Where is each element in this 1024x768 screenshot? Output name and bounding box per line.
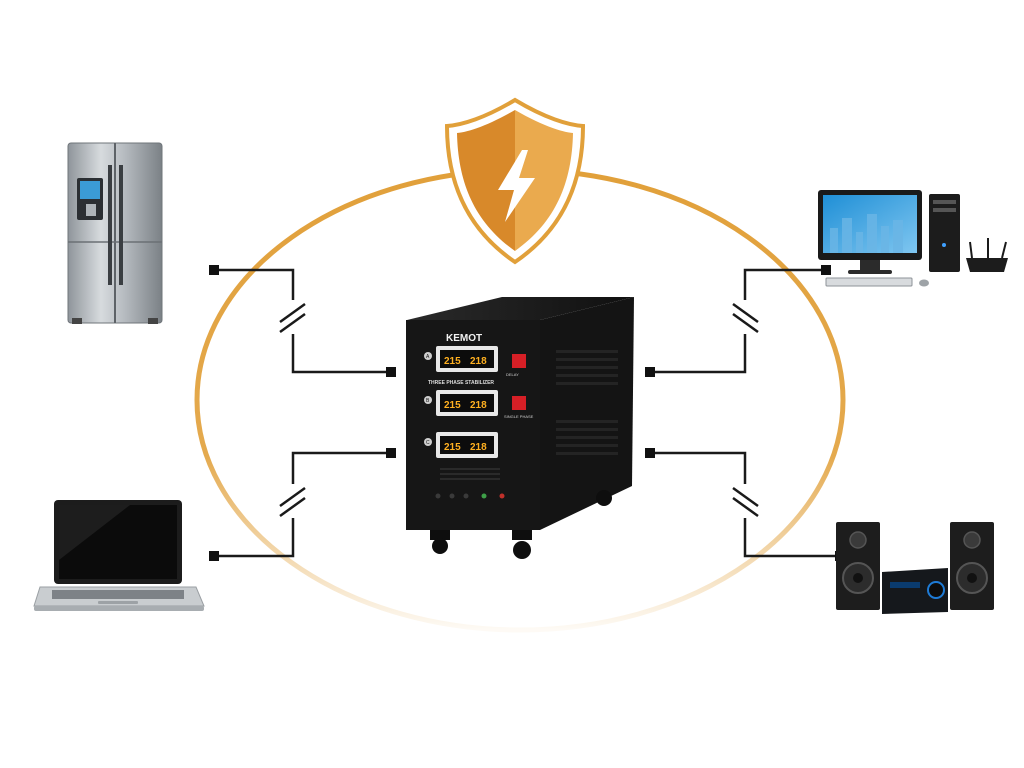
phase-b-marker xyxy=(424,396,432,404)
switch-bottom-left-b xyxy=(279,496,306,518)
phase-c-marker xyxy=(424,438,432,446)
terminal xyxy=(209,551,219,561)
wire-top-right-upper xyxy=(743,268,826,300)
panel-title: THREE PHASE STABILIZER xyxy=(428,380,494,386)
switch-bottom-left-a xyxy=(279,486,306,508)
delay-switch-label: DELAY xyxy=(506,372,519,377)
indicator-leds xyxy=(435,493,505,499)
wire-top-left-upper xyxy=(214,268,295,300)
terminal xyxy=(645,448,655,458)
wiring xyxy=(214,268,840,558)
phase-a-input-readout: 215 xyxy=(444,356,461,367)
switch-bottom-right-a xyxy=(732,486,759,508)
terminal xyxy=(821,265,831,275)
terminal xyxy=(645,367,655,377)
wire-bottom-right-upper xyxy=(650,451,747,484)
phase-mode-switch xyxy=(512,396,526,410)
stabilizer-unit: KEMOT A 215 218 DELAY THREE PHASE STABIL… xyxy=(406,297,634,559)
phase-c-output-readout: 218 xyxy=(470,442,487,453)
phase-a-marker xyxy=(424,352,432,360)
terminal xyxy=(209,265,219,275)
terminal xyxy=(386,448,396,458)
phase-a-letter: A xyxy=(426,354,430,360)
caster-wheels xyxy=(430,490,612,559)
phase-b-output-readout: 218 xyxy=(470,400,487,411)
phase-b-input-readout: 215 xyxy=(444,400,461,411)
wire-bottom-right-lower xyxy=(743,518,840,558)
phase-a-output-readout: 218 xyxy=(470,356,487,367)
wire-top-right-lower xyxy=(650,334,747,374)
switch-top-left-a xyxy=(279,302,306,324)
switch-top-right-a xyxy=(732,302,759,324)
phase-c-input-readout: 215 xyxy=(444,442,461,453)
desktop-computer-icon xyxy=(818,190,1008,287)
phase-mode-label: SINGLE PHASE xyxy=(504,414,534,419)
delay-switch xyxy=(512,354,526,368)
phase-c-letter: C xyxy=(426,440,430,446)
brand-label: KEMOT xyxy=(446,333,482,344)
wire-bottom-left-lower xyxy=(214,518,295,558)
front-vent xyxy=(440,468,500,480)
refrigerator-icon xyxy=(67,142,163,324)
stereo-icon xyxy=(836,522,994,614)
phase-b-letter: B xyxy=(426,398,430,404)
switch-top-right-b xyxy=(732,312,759,334)
wire-top-left-lower xyxy=(291,334,390,374)
switch-top-left-b xyxy=(279,312,306,334)
wire-bottom-left-upper xyxy=(291,451,390,484)
switch-bottom-right-b xyxy=(732,496,759,518)
side-vents xyxy=(556,350,618,455)
shield-lightning-icon xyxy=(444,97,586,265)
terminal xyxy=(386,367,396,377)
laptop-icon xyxy=(33,500,205,611)
